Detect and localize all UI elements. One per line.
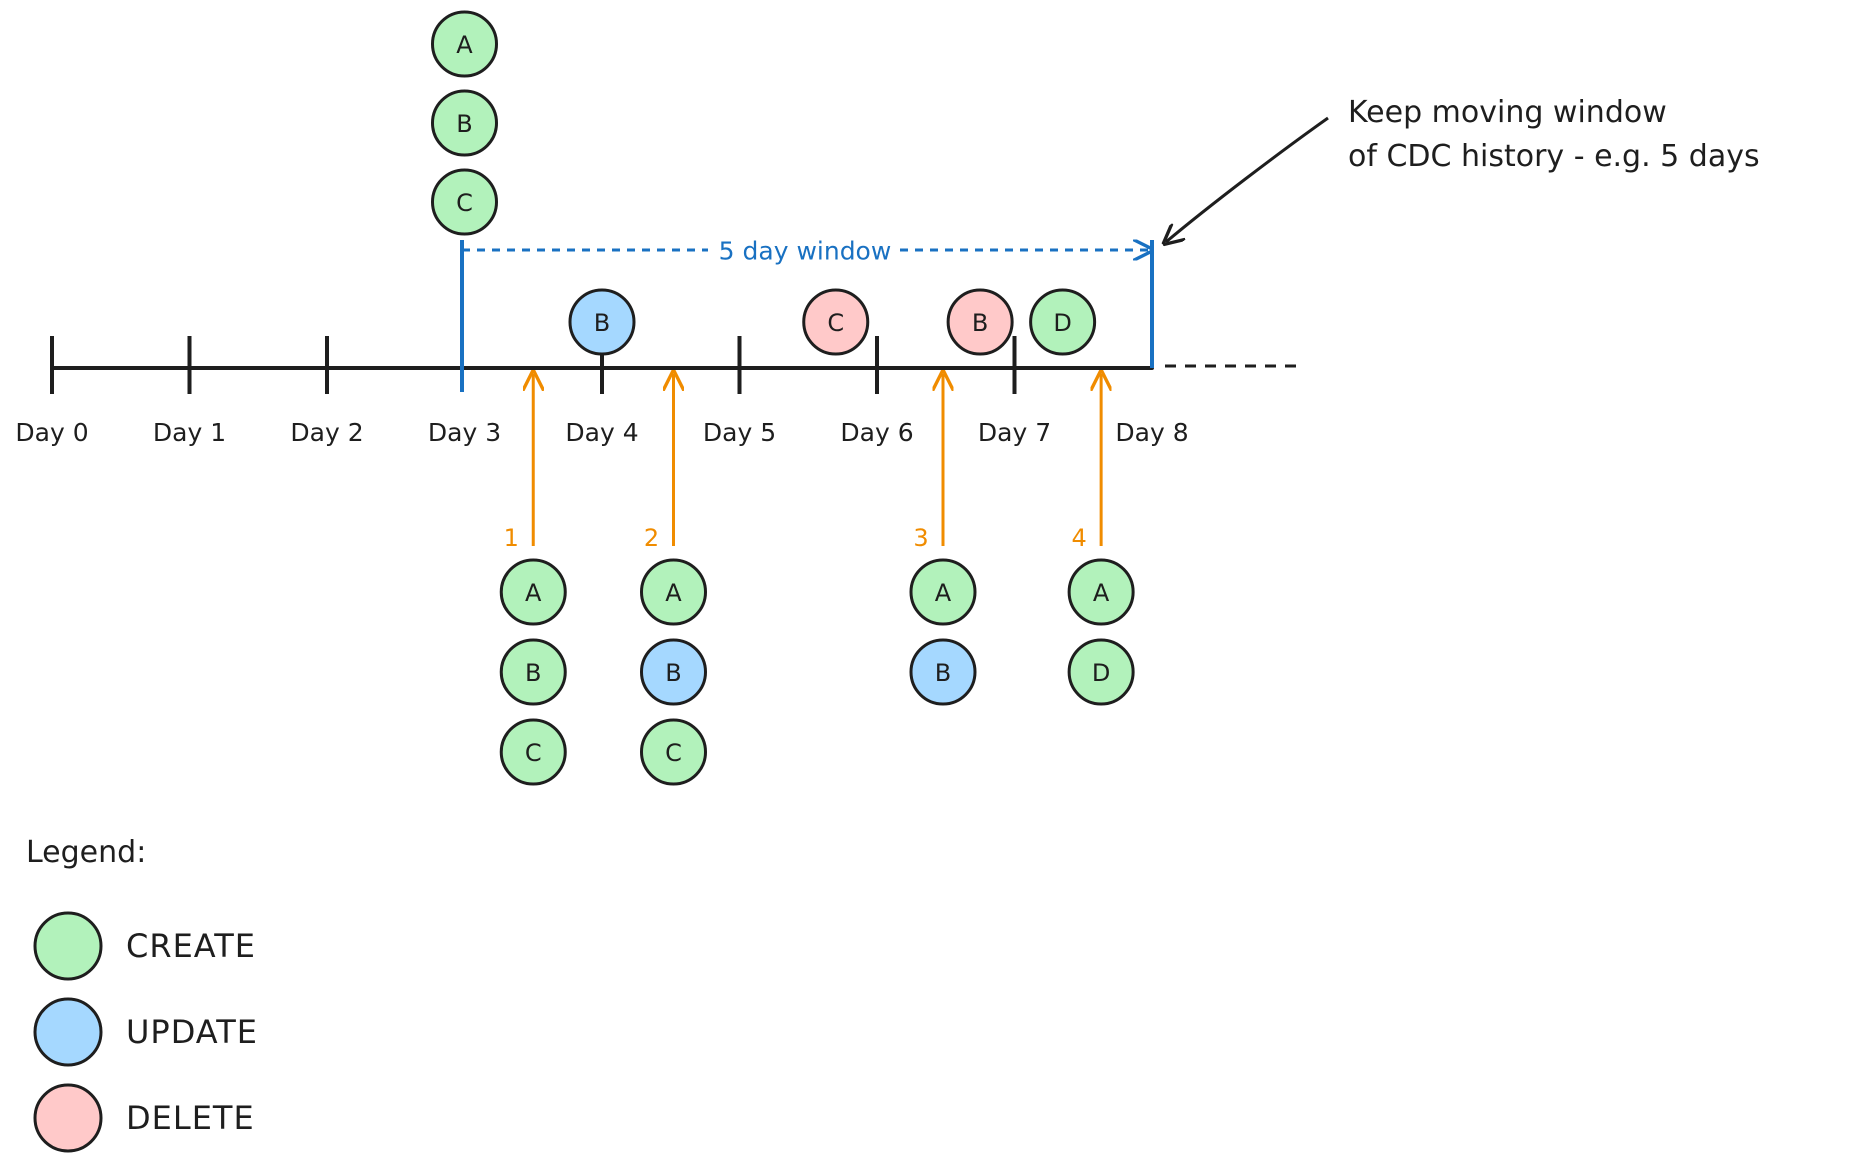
timeline: Day 0 Day 1 Day 2 Day 3 Day 4 Day 5 Day 6 Day 7…: [15, 336, 1298, 447]
snapshot-1-node-a-circle: [499, 558, 567, 626]
day-label-7: Day 7: [978, 418, 1051, 447]
snapshot-3-node-b: B: [909, 638, 977, 706]
event-create-d-label: D: [1053, 309, 1071, 337]
snapshot-4-node-a-circle: [1067, 558, 1135, 626]
event-update-b-circle: [568, 288, 636, 356]
snapshot-number-1: 1: [504, 524, 519, 552]
legend-swatch-delete: [33, 1083, 103, 1153]
snapshot-2-node-a-circle: [640, 558, 707, 626]
day-label-2: Day 2: [290, 418, 363, 447]
event-delete-b-circle: [946, 288, 1014, 356]
snapshot-2-node-a-label: A: [665, 579, 682, 607]
snapshot-3-node-a: A: [909, 558, 977, 626]
snapshot-2: 2A B C: [640, 374, 707, 786]
snapshot-number-3: 3: [913, 524, 928, 552]
snapshot-1-node-b: B: [499, 638, 567, 706]
day-label-0: Day 0: [15, 418, 88, 447]
event-create-d-circle: [1029, 288, 1097, 356]
legend-title: Legend:: [26, 835, 146, 870]
event-create-d: D: [1029, 288, 1097, 356]
initial-node-a-label: A: [456, 31, 473, 59]
initial-node-c: C: [431, 168, 498, 236]
event-update-b-label: B: [594, 309, 610, 337]
day-label-1: Day 1: [153, 418, 226, 447]
initial-node-c-label: C: [456, 189, 473, 217]
initial-node-b: B: [431, 89, 498, 157]
event-delete-b-label: B: [972, 309, 988, 337]
legend-swatch-update: [33, 997, 103, 1067]
snapshot-3-node-a-label: A: [935, 579, 952, 607]
snapshot-3-node-b-label: B: [935, 659, 951, 687]
day-label-6: Day 6: [840, 418, 913, 447]
legend-label-update: UPDATE: [126, 1013, 258, 1051]
window-label: 5 day window: [719, 237, 892, 266]
snapshot-2-node-b: B: [640, 638, 707, 706]
event-delete-c-label: C: [827, 309, 844, 337]
snapshot-2-node-b-circle: [640, 638, 707, 706]
legend-item-delete: DELETE: [33, 1083, 255, 1153]
snapshot-number-2: 2: [644, 524, 659, 552]
initial-node-a: A: [431, 10, 498, 78]
snapshot-1-node-c-label: C: [525, 739, 542, 767]
snapshot-1-node-b-label: B: [525, 659, 541, 687]
snapshot-4-node-d-label: D: [1092, 659, 1110, 687]
note-line-2: of CDC history - e.g. 5 days: [1348, 139, 1760, 174]
event-delete-b: B: [946, 288, 1014, 356]
legend-label-delete: DELETE: [126, 1099, 255, 1137]
day-label-3: Day 3: [428, 418, 501, 447]
initial-node-b-label: B: [456, 110, 472, 138]
window-span: 5 day window: [460, 237, 1152, 392]
snapshot-4-node-a-label: A: [1093, 579, 1110, 607]
legend: Legend: CREATE UPDATE DELETE: [26, 835, 258, 1153]
snapshot-4-node-a: A: [1067, 558, 1135, 626]
note-line-1: Keep moving window: [1348, 95, 1667, 130]
snapshot-1: 1A B C: [499, 374, 567, 786]
legend-item-update: UPDATE: [33, 997, 258, 1067]
legend-label-create: CREATE: [126, 927, 256, 965]
legend-item-create: CREATE: [33, 911, 256, 981]
snapshot-number-4: 4: [1071, 524, 1086, 552]
snapshot-1-node-b-circle: [499, 638, 567, 706]
snapshot-1-node-a-label: A: [525, 579, 542, 607]
snapshot-3-node-b-circle: [909, 638, 977, 706]
snapshot-4: 4A D: [1067, 374, 1135, 706]
snapshot-2-node-c: C: [640, 718, 707, 786]
initial-node-a-circle: [431, 10, 498, 78]
snapshot-4-node-d-circle: [1067, 638, 1135, 706]
initial-state-stack: A B C: [431, 10, 498, 236]
snapshot-2-node-b-label: B: [665, 659, 681, 687]
window-note: Keep moving window of CDC history - e.g.…: [1166, 95, 1760, 242]
snapshot-3: 3A B: [909, 374, 977, 706]
event-delete-c-circle: [802, 288, 870, 356]
day-label-8: Day 8: [1115, 418, 1188, 447]
snapshot-2-node-c-label: C: [665, 739, 682, 767]
day-label-4: Day 4: [565, 418, 638, 447]
day-labels: Day 0 Day 1 Day 2 Day 3 Day 4 Day 5 Day 6 Day 7…: [15, 418, 1188, 447]
legend-items: CREATE UPDATE DELETE: [33, 911, 258, 1153]
snapshot-4-node-d: D: [1067, 638, 1135, 706]
initial-node-c-circle: [431, 168, 498, 236]
day-label-5: Day 5: [703, 418, 776, 447]
event-update-b: B: [568, 288, 636, 356]
note-arrow: [1166, 116, 1329, 242]
snapshot-1-node-c-circle: [499, 718, 567, 786]
snapshot-1-node-a: A: [499, 558, 567, 626]
event-delete-c: C: [802, 288, 870, 356]
snapshot-2-node-c-circle: [640, 718, 707, 786]
snapshot-3-node-a-circle: [909, 558, 977, 626]
snapshot-1-node-c: C: [499, 718, 567, 786]
legend-swatch-create: [33, 911, 103, 981]
initial-node-b-circle: [431, 89, 498, 157]
snapshot-2-node-a: A: [640, 558, 707, 626]
